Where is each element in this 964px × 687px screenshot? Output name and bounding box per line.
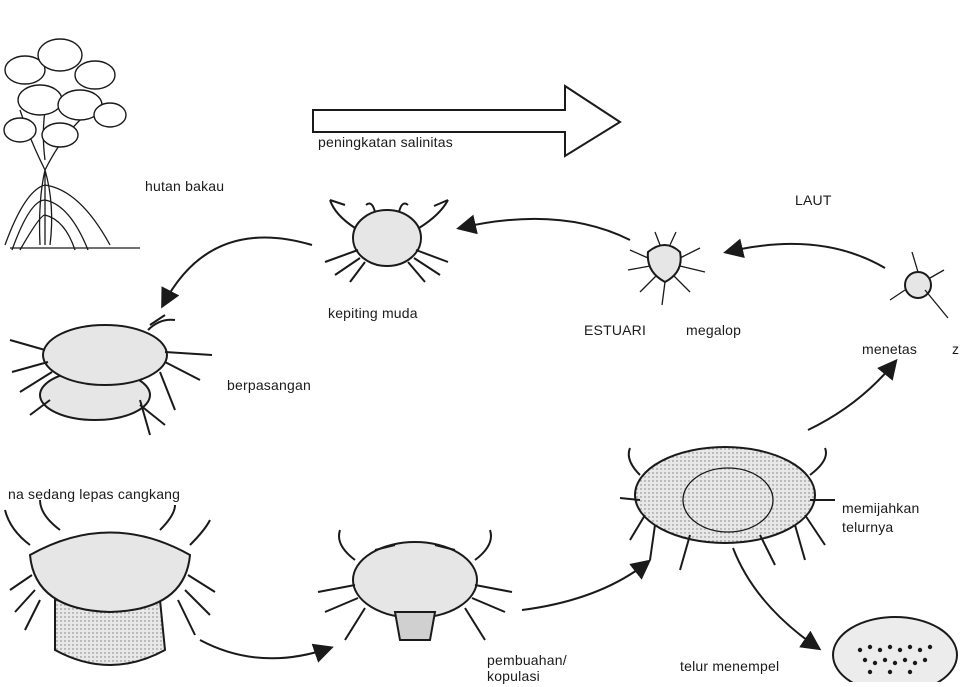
spawning-label-1: memijahkan xyxy=(842,500,919,516)
egg-mass-icon xyxy=(833,617,957,682)
mating-label: berpasangan xyxy=(227,377,311,393)
arrow-molting-to-copulation xyxy=(200,640,330,658)
fertilization-label-1: pembuahan/ xyxy=(487,652,567,668)
hatching-label: menetas xyxy=(862,341,917,357)
sea-label: LAUT xyxy=(795,192,832,208)
cycle-arrows xyxy=(163,219,895,658)
arrow-megalopa-to-young xyxy=(460,219,630,240)
arrow-spawning-to-zoea xyxy=(808,362,895,430)
young-crab-icon xyxy=(325,200,448,282)
arrow-spawning-to-eggs xyxy=(733,548,818,648)
molting-crab-icon xyxy=(5,500,215,665)
salinity-label: peningkatan salinitas xyxy=(318,134,453,150)
mating-crabs-icon xyxy=(10,315,212,435)
spawning-crab-icon xyxy=(620,447,835,570)
hatching-cut-label: z xyxy=(952,341,959,357)
megalopa-larva-icon xyxy=(628,232,705,305)
arrow-copulation-to-spawning xyxy=(522,562,648,610)
mangrove-tree-icon xyxy=(4,39,140,250)
young-crab-label: kepiting muda xyxy=(328,305,418,321)
zoea-larva-icon xyxy=(890,252,948,318)
arrow-zoea-to-megalopa xyxy=(727,244,885,268)
eggs-label: telur menempel xyxy=(680,658,779,674)
copulating-crab-icon xyxy=(318,530,512,640)
molting-label: na sedang lepas cangkang xyxy=(8,486,180,502)
spawning-label-2: telurnya xyxy=(842,519,893,535)
megalopa-label: megalop xyxy=(686,322,741,338)
mangrove-label: hutan bakau xyxy=(145,178,224,194)
arrow-young-to-mating xyxy=(163,238,312,306)
estuary-label: ESTUARI xyxy=(584,322,646,338)
